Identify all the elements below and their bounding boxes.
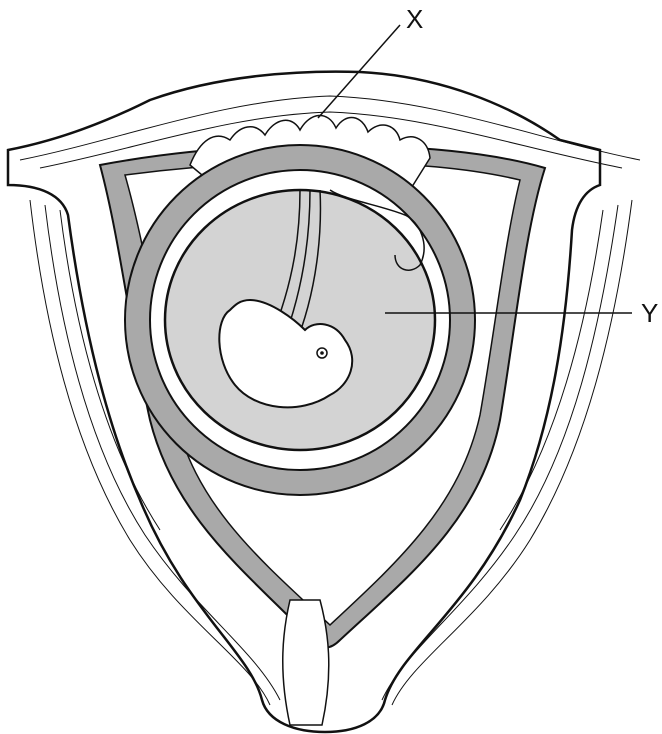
cervix	[283, 600, 329, 725]
amniotic-sac	[165, 190, 435, 450]
label-x: X	[406, 4, 423, 34]
amniotic-fluid	[165, 190, 435, 450]
label-y: Y	[641, 298, 658, 328]
